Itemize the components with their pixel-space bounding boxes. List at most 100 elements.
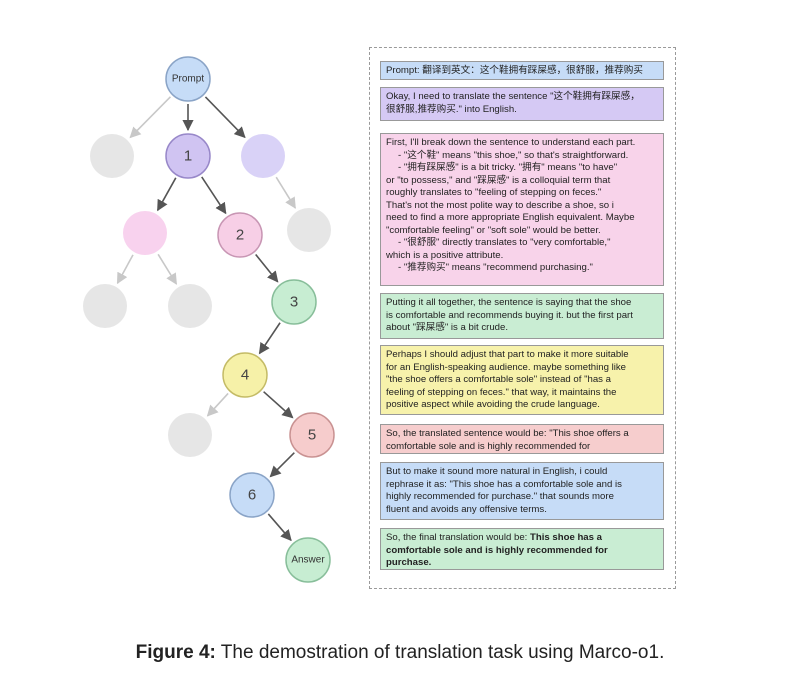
reasoning-line: comfortable sole and is highly recommend… <box>386 441 658 454</box>
reasoning-line-text: Okay, I need to translate the sentence "… <box>386 91 640 102</box>
reasoning-step6: But to make it sound more natural in Eng… <box>380 462 664 520</box>
tree-node-g-right2 <box>287 208 331 252</box>
reasoning-line-text: or "to possess," and "踩屎感" is a colloqui… <box>386 174 611 186</box>
reasoning-line-text: is comfortable and recommends buying it.… <box>386 309 633 321</box>
reasoning-line: So, the translated sentence would be: "T… <box>386 428 658 441</box>
reasoning-line: comfortable sole and is highly recommend… <box>386 545 658 558</box>
tree-edge-n4-to-g-left4 <box>206 392 229 417</box>
reasoning-line: highly recommended for purchase." that s… <box>386 491 658 504</box>
tree-node-label-n4: 4 <box>241 367 249 384</box>
tree-node-g-purple <box>241 134 285 178</box>
tree-edge-n1-to-g-pink <box>156 177 177 212</box>
tree-node-n4 <box>222 352 268 398</box>
reasoning-line-text: rephrase it as: "This shoe has a comfort… <box>386 478 622 490</box>
reasoning-line: - "推荐购买" means "recommend purchasing." <box>386 262 658 275</box>
reasoning-line-text: So, the final translation would be: <box>386 532 530 543</box>
reasoning-answer-box: So, the final translation would be: This… <box>380 528 664 570</box>
reasoning-line: - "很舒服" directly translates to "very com… <box>386 237 658 250</box>
reasoning-step5: So, the translated sentence would be: "T… <box>380 424 664 454</box>
reasoning-line: Prompt: 翻译到英文：这个鞋拥有踩屎感，很舒服，推荐购买 <box>386 65 658 78</box>
reasoning-line: Okay, I need to translate the sentence "… <box>386 91 658 104</box>
reasoning-line-text: feeling of stepping on feces." that way,… <box>386 386 617 398</box>
reasoning-line-text: roughly translates to "feeling of steppi… <box>386 187 602 198</box>
reasoning-line-text: - "这个鞋" means "this shoe," so that's str… <box>398 149 629 161</box>
reasoning-panel <box>369 47 676 589</box>
reasoning-prompt-box: Prompt: 翻译到英文：这个鞋拥有踩屎感，很舒服，推荐购买 <box>380 61 664 80</box>
reasoning-line-text: comfortable sole and is highly recommend… <box>386 544 608 556</box>
tree-edge-prompt-to-g-purple <box>204 96 246 139</box>
tree-node-g-pink <box>123 211 167 255</box>
reasoning-line: First, I'll break down the sentence to u… <box>386 137 658 150</box>
reasoning-line-text: "comfortable feeling" or "soft sole" wou… <box>386 224 601 236</box>
tree-node-label-n2: 2 <box>236 227 244 244</box>
tree-node-n5 <box>289 412 335 458</box>
reasoning-line-text: fluent and avoids any offensive terms. <box>386 503 547 515</box>
tree-node-label-n6: 6 <box>248 487 256 504</box>
tree-edge-n2-to-n3 <box>255 253 279 283</box>
reasoning-line: - "这个鞋" means "this shoe," so that's str… <box>386 150 658 163</box>
tree-node-n2 <box>217 212 263 258</box>
tree-node-g-ll <box>83 284 127 328</box>
reasoning-line-text: "the shoe offers a comfortable sole" ins… <box>386 374 611 385</box>
tree-edge-n6-to-answer <box>267 513 292 542</box>
reasoning-line: purchase. <box>386 557 658 569</box>
tree-node-label-n3: 3 <box>290 294 298 311</box>
reasoning-line: need to find a more appropriate English … <box>386 212 658 225</box>
tree-node-g-left1 <box>90 134 134 178</box>
reasoning-line: is comfortable and recommends buying it.… <box>386 310 658 323</box>
reasoning-line-text: So, the translated sentence would be: "T… <box>386 428 629 439</box>
reasoning-line-text: highly recommended for purchase." that s… <box>386 491 614 502</box>
figure-caption: Figure 4: The demostration of translatio… <box>0 642 800 664</box>
reasoning-step3: Putting it all together, the sentence is… <box>380 293 664 339</box>
tree-node-label-prompt: Prompt <box>172 74 204 85</box>
reasoning-line-text: Putting it all together, the sentence is… <box>386 297 632 308</box>
reasoning-line: fluent and avoids any offensive terms. <box>386 504 658 517</box>
reasoning-line: So, the final translation would be: This… <box>386 532 658 545</box>
reasoning-line-text: That's not the most polite way to descri… <box>386 199 614 211</box>
figure-caption-text: The demostration of translation task usi… <box>215 642 665 663</box>
reasoning-line-text: for an English-speaking audience. maybe … <box>386 361 626 373</box>
tree-node-n6 <box>229 472 275 518</box>
tree-edge-g-pink-to-g-lr <box>157 253 178 285</box>
tree-node-answer <box>285 537 331 583</box>
tree-edges <box>116 96 296 542</box>
reasoning-line: which is a positive attribute. <box>386 250 658 263</box>
reasoning-line-text: - "推荐购买" means "recommend purchasing." <box>398 262 593 273</box>
reasoning-line-emphasis: This shoe has a <box>530 532 602 543</box>
reasoning-line-text: Perhaps I should adjust that part to mak… <box>386 349 629 360</box>
reasoning-line: about "踩屎感" is a bit crude. <box>386 322 658 335</box>
tree-node-n3 <box>271 279 317 325</box>
tree-node-n1 <box>165 133 211 179</box>
tree-node-prompt <box>165 56 211 102</box>
reasoning-line-text: But to make it sound more natural in Eng… <box>386 466 608 477</box>
tree-edge-g-pink-to-g-ll <box>116 254 134 285</box>
reasoning-line-text: - "拥有踩屎感" is a bit tricky. "拥有" means "t… <box>398 162 618 173</box>
tree-edge-n4-to-n5 <box>263 391 294 419</box>
reasoning-line-text: need to find a more appropriate English … <box>386 212 635 223</box>
reasoning-line: or "to possess," and "踩屎感" is a colloqui… <box>386 175 658 188</box>
tree-edge-g-purple-to-g-right2 <box>275 176 296 209</box>
tree-node-label-n1: 1 <box>184 148 192 165</box>
reasoning-step1: Okay, I need to translate the sentence "… <box>380 87 664 121</box>
reasoning-line-text: purchase. <box>386 557 432 568</box>
figure-caption-label: Figure 4: <box>135 642 216 663</box>
tree-edge-n3-to-n4 <box>258 322 281 355</box>
tree-node-label-n5: 5 <box>308 427 316 444</box>
reasoning-line: rephrase it as: "This shoe has a comfort… <box>386 479 658 492</box>
reasoning-line-text: comfortable sole and is highly recommend… <box>386 440 591 452</box>
reasoning-step4: Perhaps I should adjust that part to mak… <box>380 345 664 415</box>
tree-edge-n1-to-n2 <box>201 176 227 215</box>
reasoning-line: Perhaps I should adjust that part to mak… <box>386 349 658 362</box>
reasoning-line-text: First, I'll break down the sentence to u… <box>386 137 636 148</box>
reasoning-line: "the shoe offers a comfortable sole" ins… <box>386 374 658 387</box>
reasoning-line-text: which is a positive attribute. <box>386 249 504 261</box>
reasoning-line: positive aspect while avoiding the crude… <box>386 399 658 412</box>
tree-node-g-left4 <box>168 413 212 457</box>
reasoning-line: roughly translates to "feeling of steppi… <box>386 187 658 200</box>
reasoning-line: "comfortable feeling" or "soft sole" wou… <box>386 225 658 238</box>
reasoning-line: 很舒服,推荐购买." into English. <box>386 104 658 117</box>
reasoning-line: - "拥有踩屎感" is a bit tricky. "拥有" means "t… <box>386 162 658 175</box>
reasoning-line: for an English-speaking audience. maybe … <box>386 362 658 375</box>
